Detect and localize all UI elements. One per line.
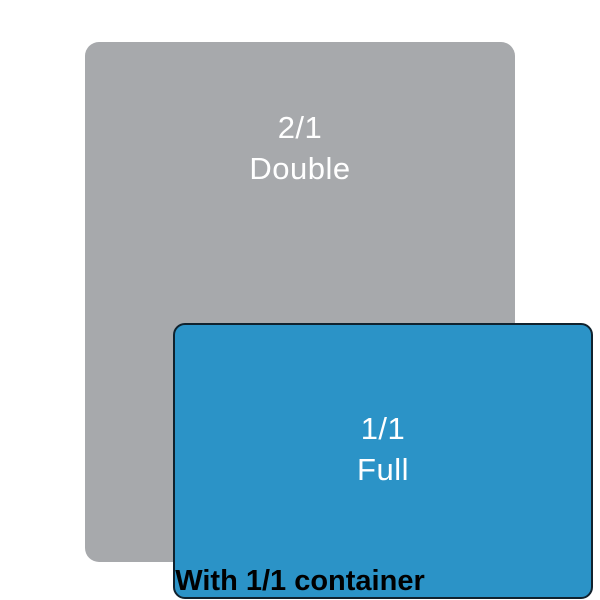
container-double: 2/1 Double 1/1 Full — [85, 42, 593, 599]
container-double-size-name: Double — [249, 151, 351, 186]
container-full-size-code: 1/1 — [360, 411, 406, 446]
container-full: 1/1 Full — [173, 323, 593, 599]
container-full-label: 1/1 Full — [175, 408, 591, 490]
container-double-size-code: 2/1 — [277, 110, 323, 145]
container-full-size-name: Full — [357, 452, 409, 487]
container-double-label: 2/1 Double — [85, 107, 515, 189]
diagram-caption: With 1/1 container — [175, 565, 425, 597]
